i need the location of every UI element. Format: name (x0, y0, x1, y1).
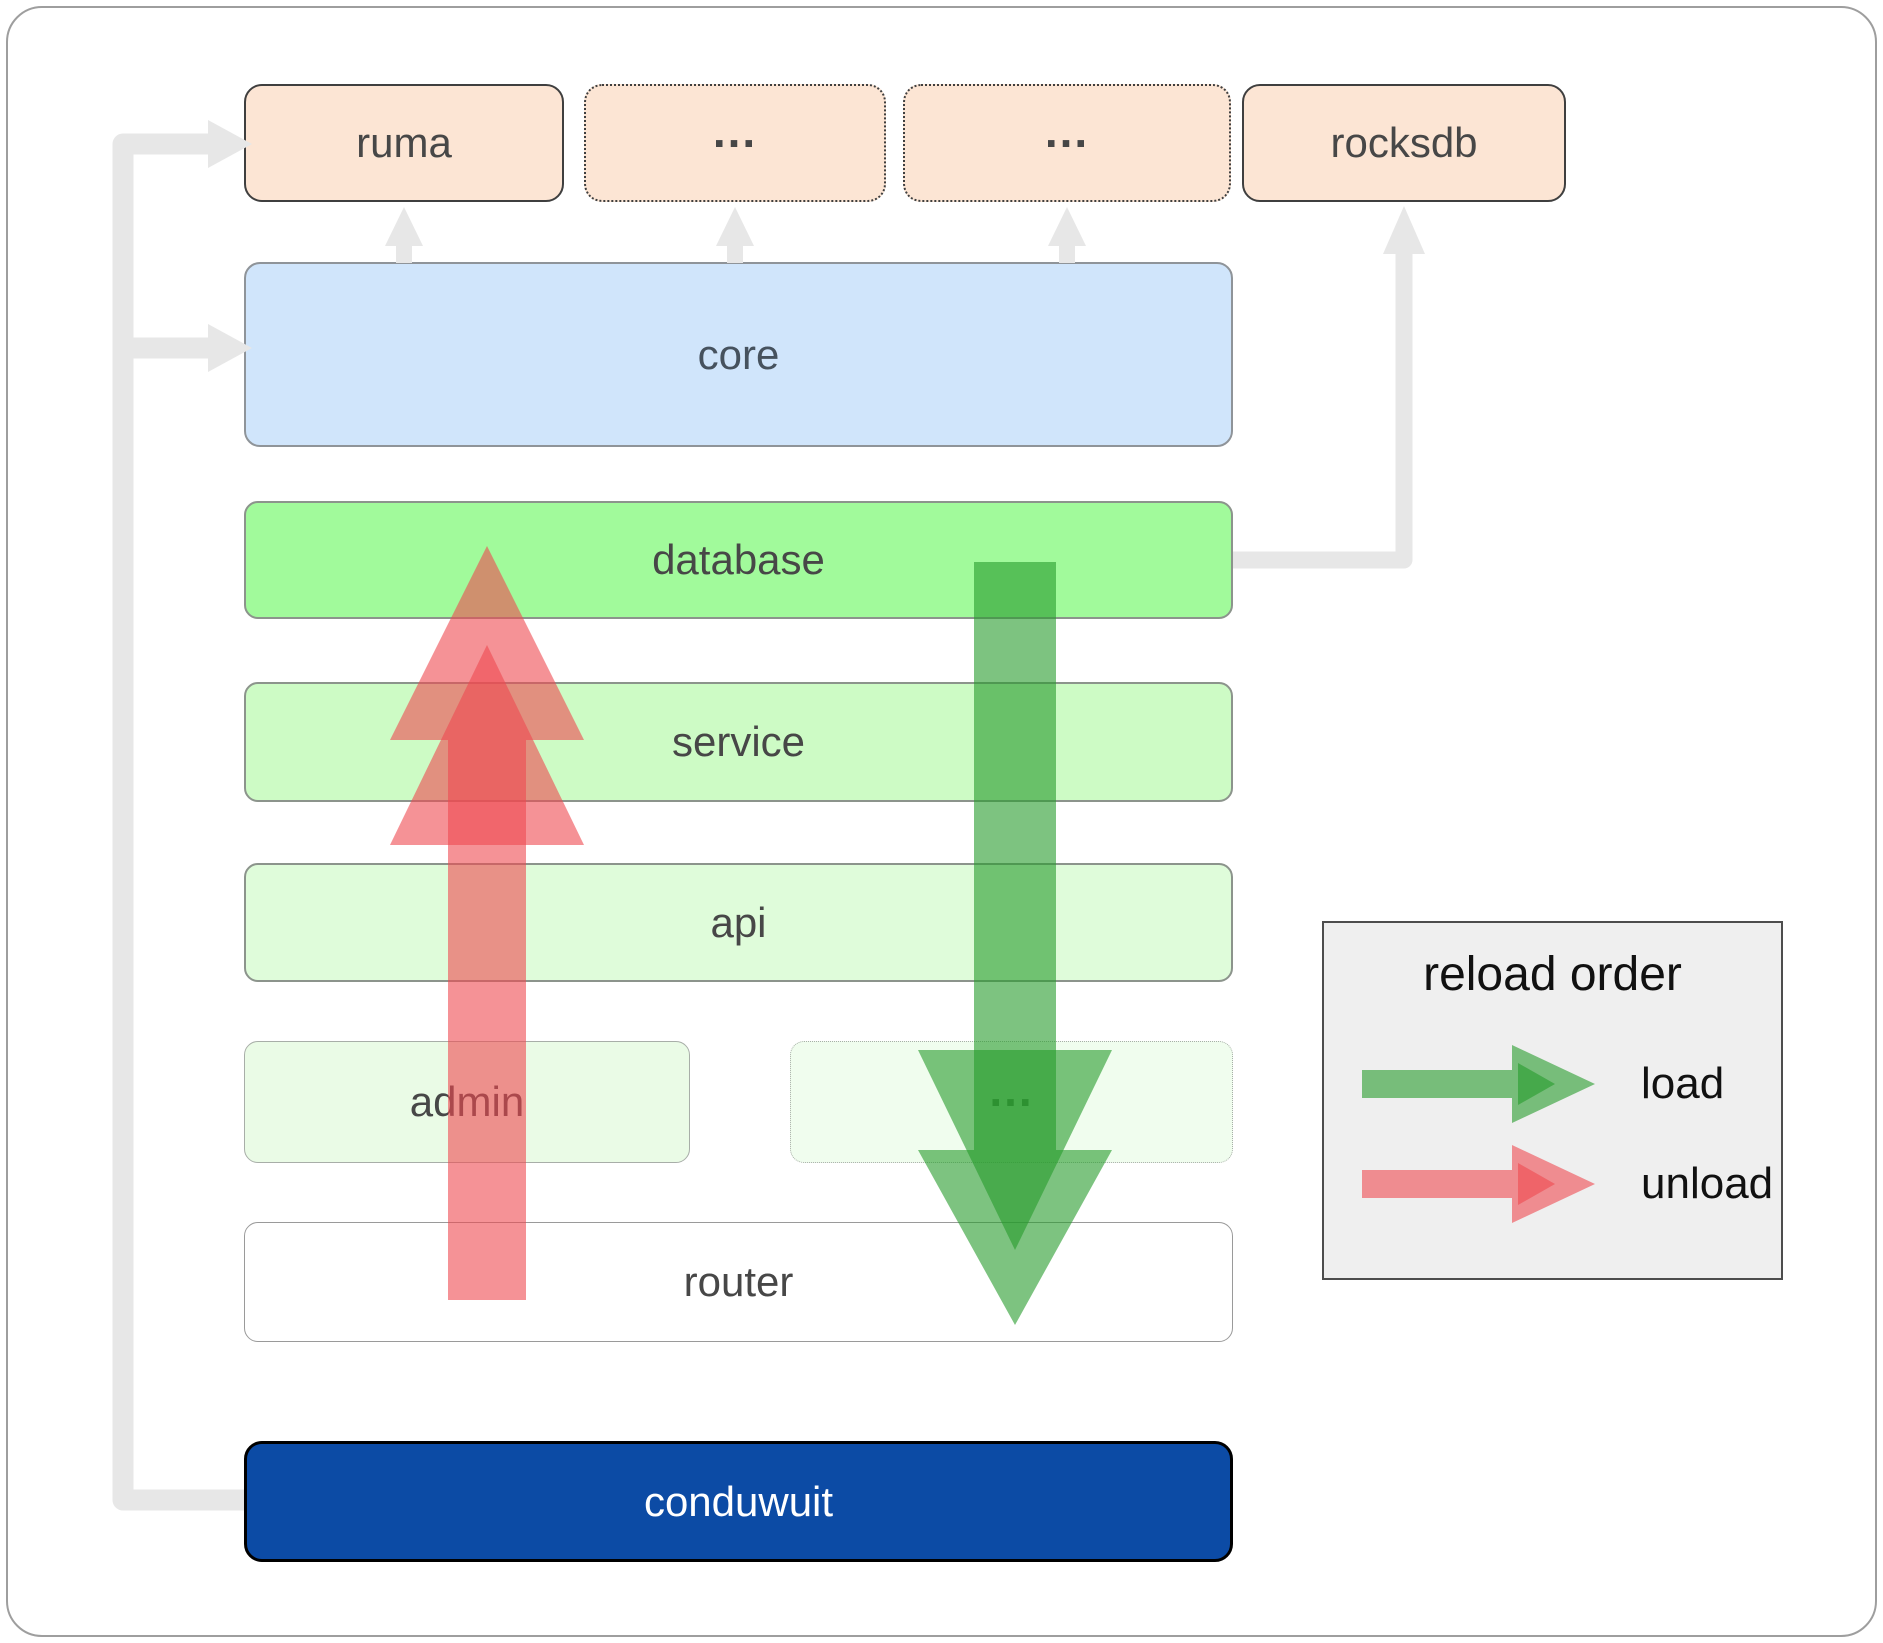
legend-title: reload order (1423, 948, 1682, 1001)
load-arrow-icon (1362, 1045, 1595, 1123)
node-ruma: ruma (244, 84, 564, 202)
node-database-label: database (652, 536, 825, 583)
node-api-label: api (710, 898, 767, 946)
legend-item-load: load (1362, 1042, 1724, 1126)
legend-reload-order: reload order load unload (1322, 921, 1783, 1280)
node-dependency-ellipsis-2: ... (903, 84, 1231, 202)
node-admin: admin (244, 1041, 690, 1163)
node-service: service (244, 682, 1233, 802)
node-more-services-ellipsis: ... (790, 1041, 1233, 1163)
node-core-label: core (697, 330, 780, 378)
node-ruma-label: ruma (356, 119, 452, 166)
legend-item-unload: unload (1362, 1142, 1773, 1226)
node-admin-label: admin (409, 1078, 525, 1125)
node-router-label: router (683, 1258, 794, 1305)
node-conduwuit-label: conduwuit (643, 1477, 834, 1525)
node-dependency-ellipsis-1-label: ... (712, 105, 758, 157)
node-rocksdb: rocksdb (1242, 84, 1566, 202)
node-more-services-ellipsis-label: ... (989, 1064, 1034, 1116)
legend-unload-label: unload (1641, 1159, 1774, 1208)
node-core: core (244, 262, 1233, 447)
node-dependency-ellipsis-1: ... (584, 84, 886, 202)
node-service-label: service (671, 718, 806, 765)
diagram-outer-frame (6, 6, 1877, 1637)
node-conduwuit: conduwuit (244, 1441, 1233, 1562)
unload-arrow-icon (1362, 1145, 1595, 1223)
node-api: api (244, 863, 1233, 982)
node-dependency-ellipsis-2-label: ... (1044, 105, 1090, 157)
node-database: database (244, 501, 1233, 619)
node-router: router (244, 1222, 1233, 1342)
node-rocksdb-label: rocksdb (1330, 119, 1478, 166)
legend-load-label: load (1641, 1059, 1725, 1108)
